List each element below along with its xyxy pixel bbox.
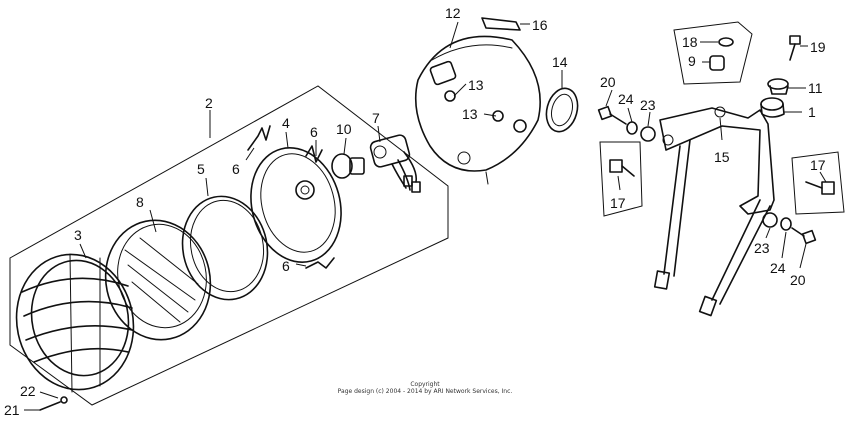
callout-label-23: 23	[754, 240, 770, 256]
leader-line	[799, 243, 807, 269]
callout-label-17: 17	[610, 195, 626, 211]
copyright-notice: Copyright Page design (c) 2004 - 2014 by…	[0, 381, 850, 395]
callout-label-9: 9	[688, 53, 696, 69]
callout-label-17: 17	[810, 157, 826, 173]
callout-label-3: 3	[74, 227, 82, 243]
leader-line	[149, 209, 157, 233]
bolt-icon	[609, 159, 635, 177]
washer-icon	[640, 126, 656, 142]
clip-icon	[247, 125, 271, 151]
leader-line	[245, 147, 255, 161]
callout-label-14: 14	[552, 54, 568, 70]
inset-box	[599, 141, 643, 217]
leader-line	[377, 125, 381, 143]
washer-icon	[780, 217, 792, 231]
callout-label-6: 6	[310, 124, 318, 140]
headlight-lens	[104, 219, 212, 341]
callout-label-12: 12	[445, 5, 461, 21]
leader-line	[819, 171, 827, 183]
bulb-socket	[369, 134, 421, 193]
leader-line	[605, 89, 613, 107]
washer-icon	[626, 121, 638, 135]
callout-label-24: 24	[618, 91, 634, 107]
headlight-assembly-outline	[9, 85, 449, 406]
leader-line	[205, 177, 209, 197]
callout-label-22: 22	[20, 383, 36, 399]
callout-label-6: 6	[232, 161, 240, 177]
callout-label-16: 16	[532, 17, 548, 33]
callout-label-2: 2	[205, 95, 213, 111]
inset-box	[673, 21, 753, 85]
cap-icon	[767, 78, 789, 95]
callout-label-8: 8	[136, 194, 144, 210]
clip-icon	[305, 145, 323, 163]
rubber-mount	[760, 97, 785, 118]
callout-label-6: 6	[282, 258, 290, 274]
collar-icon	[709, 55, 725, 71]
leader-line	[449, 21, 459, 49]
callout-label-21: 21	[4, 402, 20, 418]
leader-line	[765, 227, 771, 239]
bolt-icon	[789, 35, 801, 61]
leader-line	[343, 137, 347, 155]
clip-icon	[305, 257, 335, 269]
callout-label-7: 7	[372, 110, 380, 126]
washer-icon	[762, 212, 778, 228]
copyright-line: Page design (c) 2004 - 2014 by ARI Netwo…	[337, 388, 513, 395]
callout-label-20: 20	[600, 74, 616, 90]
callout-label-4: 4	[282, 115, 290, 131]
screw-icon	[39, 401, 61, 411]
callout-label-15: 15	[714, 149, 730, 165]
sticker	[481, 17, 521, 31]
bolt-icon	[805, 181, 835, 195]
leader-line	[781, 231, 787, 259]
headlight-case	[414, 35, 541, 185]
callout-label-5: 5	[197, 161, 205, 177]
leader-line	[483, 113, 497, 117]
bolt-icon	[791, 227, 817, 245]
headlight-bulb	[331, 153, 365, 179]
headlight-guard-rim	[15, 253, 135, 393]
grommet-ring	[545, 87, 579, 133]
callout-label-10: 10	[336, 121, 352, 137]
callout-label-13: 13	[468, 77, 484, 93]
callout-label-20: 20	[790, 272, 806, 288]
leader-line	[627, 107, 633, 123]
leader-line	[39, 391, 59, 399]
callout-label-11: 11	[808, 80, 823, 96]
leader-line	[617, 175, 621, 191]
callout-label-24: 24	[770, 260, 786, 276]
callout-label-1: 1	[808, 104, 816, 120]
bolt-icon	[597, 105, 627, 125]
headlight-stay	[653, 106, 775, 317]
leader-line	[295, 263, 307, 267]
washer-icon	[718, 37, 734, 47]
leader-line	[79, 243, 87, 259]
leader-line	[647, 111, 651, 127]
leader-line	[285, 131, 289, 149]
leader-line	[719, 117, 723, 141]
copyright-title: Copyright	[410, 381, 440, 388]
washer-icon	[60, 396, 68, 404]
callout-label-13: 13	[462, 106, 478, 122]
callout-label-23: 23	[640, 97, 656, 113]
leader-line	[453, 83, 467, 97]
callout-label-18: 18	[682, 34, 698, 50]
headlight-rim-ring	[181, 195, 269, 301]
callout-label-19: 19	[810, 39, 826, 55]
inset-box	[791, 151, 845, 215]
headlight-reflector	[250, 147, 342, 263]
